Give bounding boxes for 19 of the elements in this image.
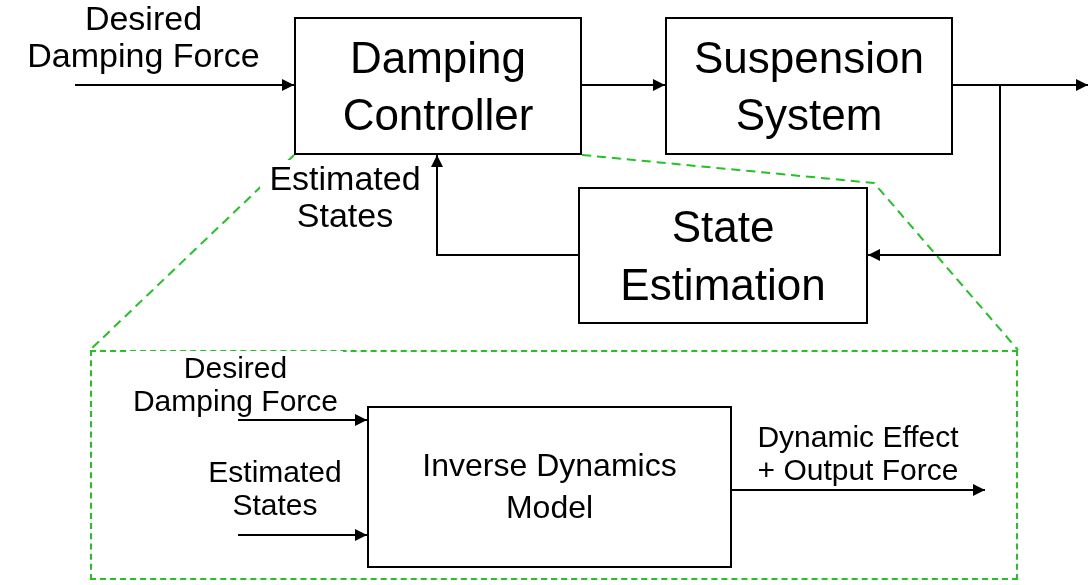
- arrow: [431, 154, 579, 256]
- box-label: Suspension System: [693, 31, 925, 141]
- edge-label: Desired Damping Force: [128, 351, 343, 417]
- process-box: [578, 187, 868, 324]
- arrow: [581, 79, 666, 91]
- arrow: [237, 529, 368, 541]
- box-label: State Estimation: [619, 201, 827, 311]
- process-box: [294, 17, 582, 155]
- zoom-guide-line: [89, 154, 295, 351]
- zoom-panel: [90, 350, 1018, 580]
- zoom-guide-line: [581, 154, 1019, 351]
- process-box: [665, 17, 953, 155]
- arrow: [731, 484, 986, 496]
- arrow: [74, 79, 295, 91]
- arrow: [237, 414, 368, 426]
- box-label: Inverse Dynamics Model: [421, 446, 678, 527]
- arrow: [867, 84, 1001, 261]
- box-label: Damping Controller: [341, 31, 535, 141]
- process-box: [367, 406, 732, 568]
